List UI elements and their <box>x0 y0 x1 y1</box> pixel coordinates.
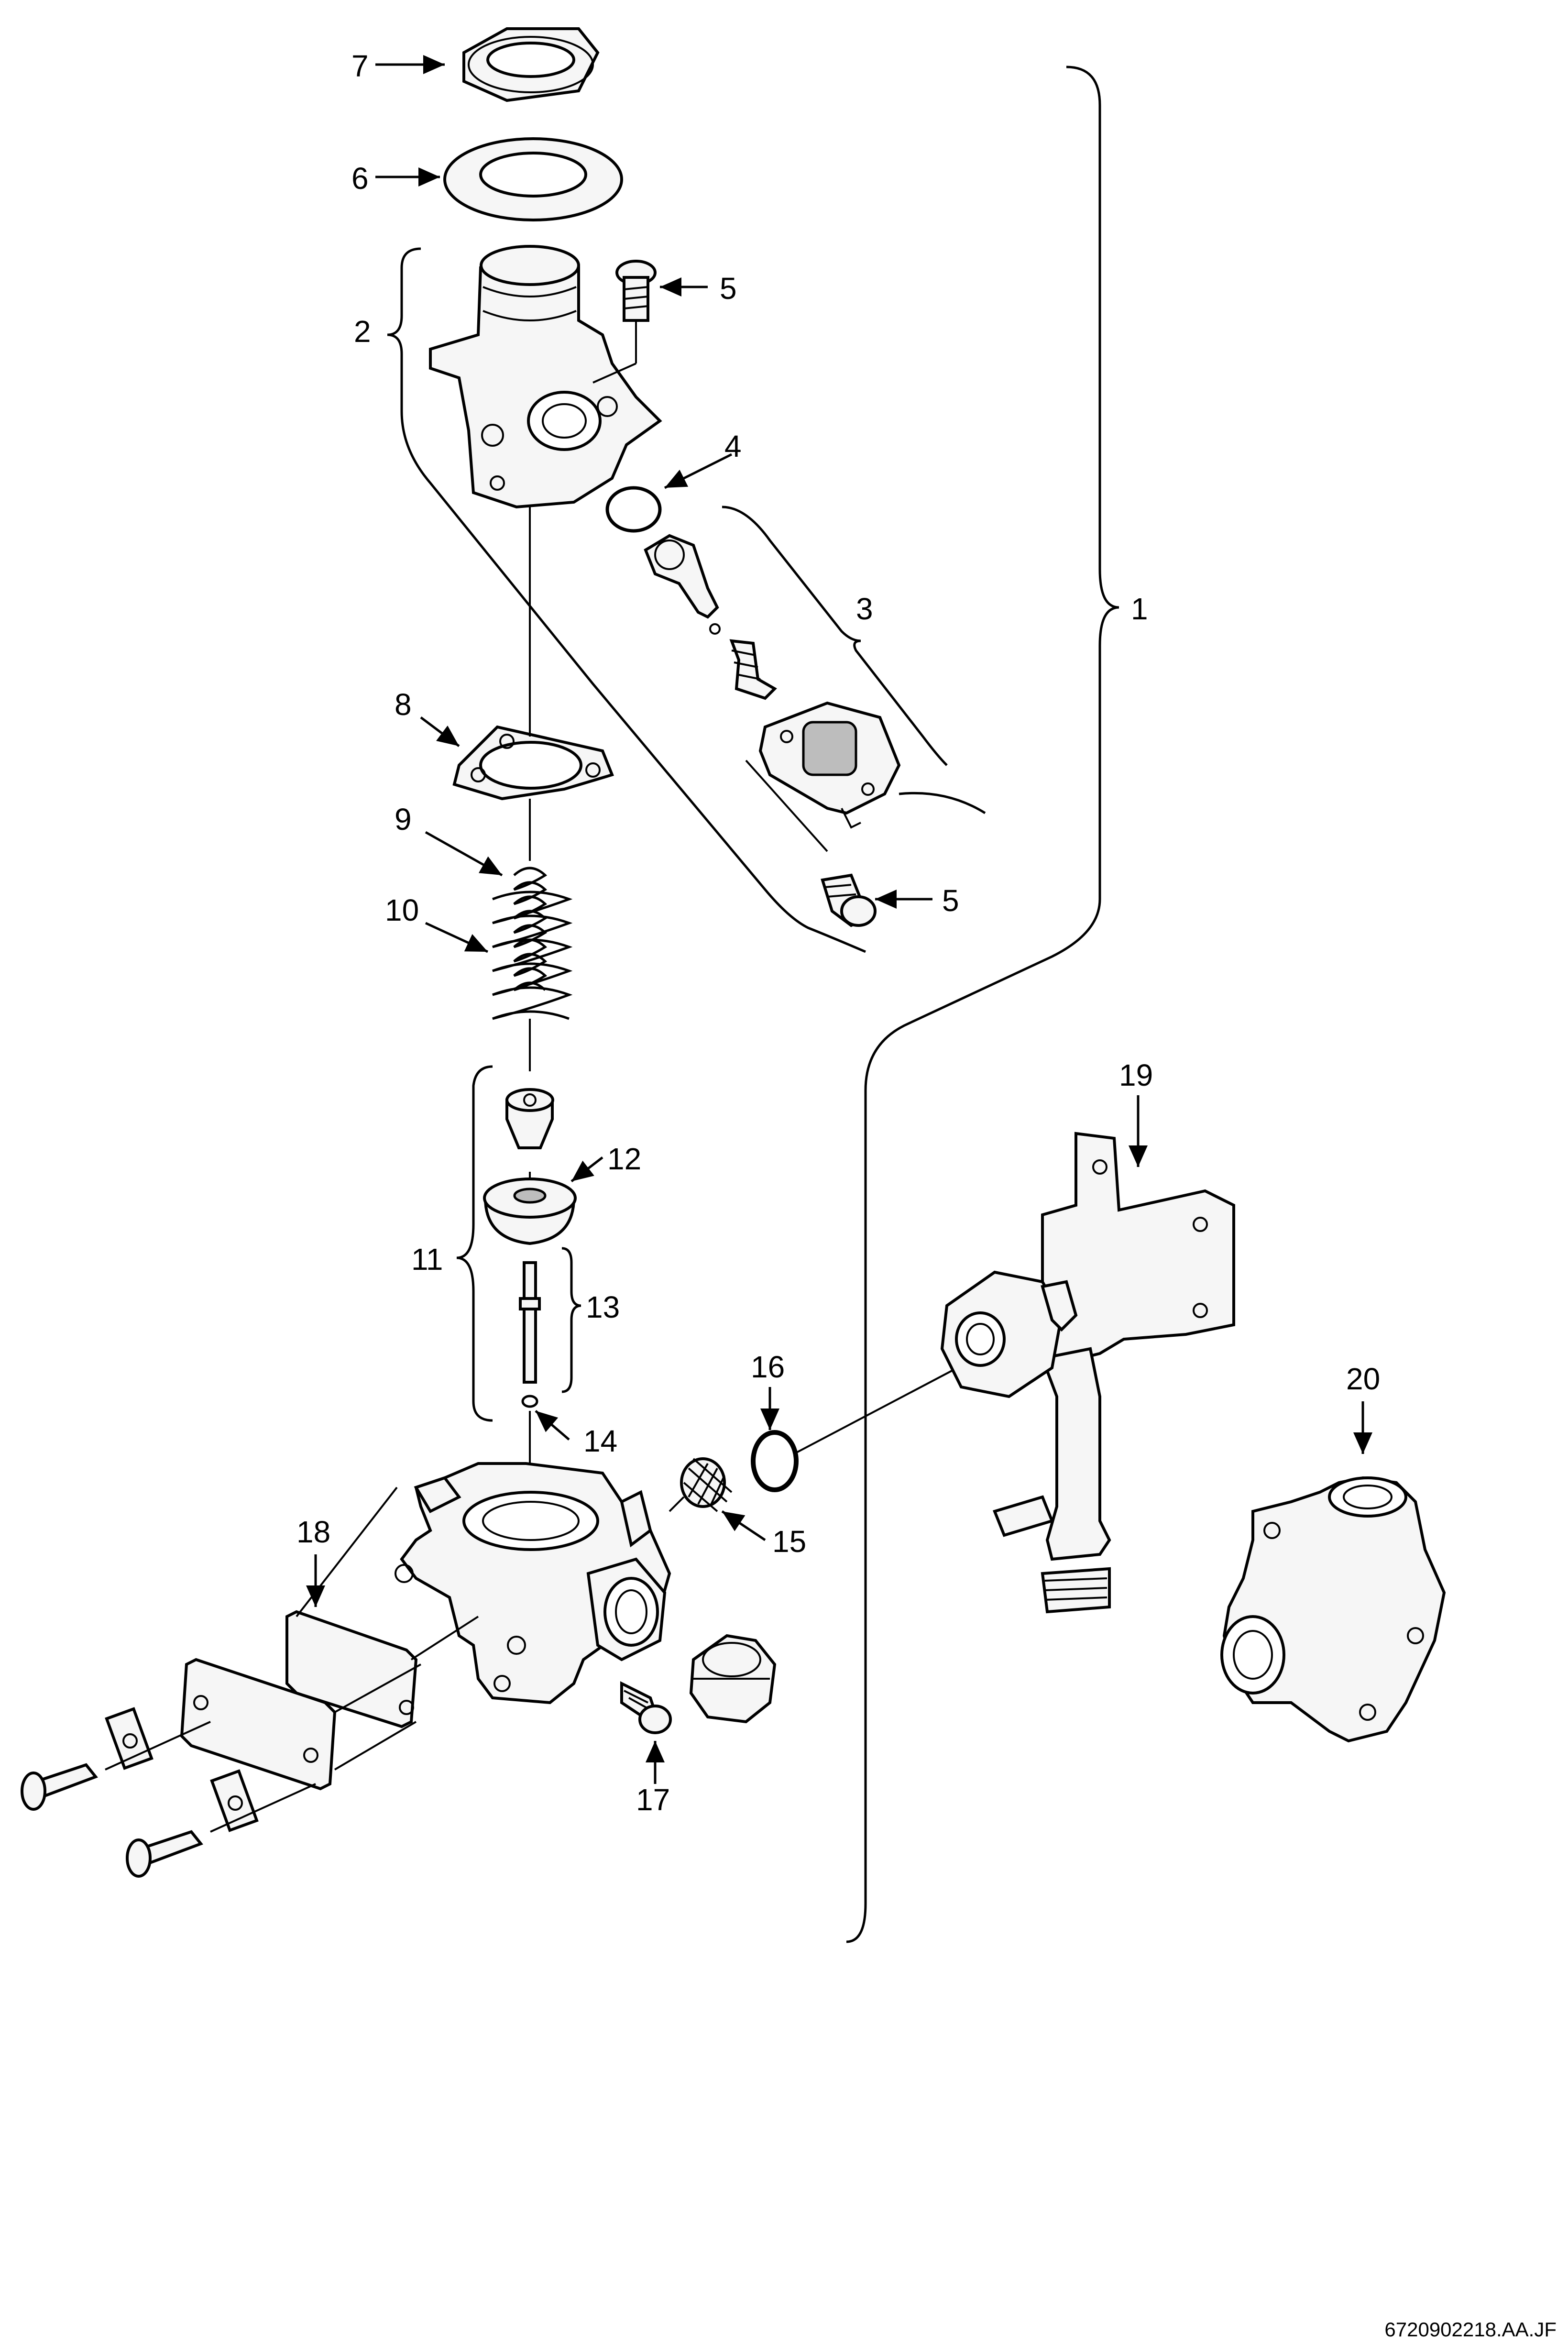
label-13: 13 <box>586 1290 620 1324</box>
drawing-code: 6720902218.AA.JF <box>1384 2318 1557 2341</box>
brace-group-13 <box>561 1247 581 1393</box>
plug-cap <box>689 1634 777 1724</box>
label-18: 18 <box>296 1515 330 1549</box>
part-3-solenoid-assembly <box>644 534 986 829</box>
label-10: 10 <box>385 893 419 927</box>
label-19: 19 <box>1119 1058 1153 1092</box>
label-11: 11 <box>411 1242 443 1277</box>
label-7: 7 <box>351 49 369 83</box>
part-18-screw-left <box>21 1707 211 1811</box>
part-16-seal-ring <box>751 1430 799 1492</box>
part-18-screw-right <box>126 1769 316 1878</box>
part-18-cover-plate <box>180 1486 479 1791</box>
part-8-gasket <box>452 725 614 801</box>
part-2-upper-housing <box>429 245 662 509</box>
part-14-small-o-ring <box>521 1395 538 1408</box>
label-1: 1 <box>1131 592 1148 626</box>
brace-group-1 <box>846 66 1119 1943</box>
brace-group-3 <box>722 506 948 766</box>
part-17-screw <box>620 1681 672 1734</box>
label-20: 20 <box>1346 1362 1380 1396</box>
label-5-lower: 5 <box>942 883 959 918</box>
part-19-bracket-pipe <box>940 1132 1235 1614</box>
part-9-inner-spring <box>513 867 548 991</box>
part-12-diaphragm <box>483 1178 577 1245</box>
brace-group-11 <box>456 1065 493 1422</box>
label-5-upper: 5 <box>720 271 737 306</box>
part-10-outer-spring <box>492 891 573 1020</box>
label-12: 12 <box>607 1142 641 1176</box>
label-3: 3 <box>856 592 873 626</box>
label-2: 2 <box>354 314 371 349</box>
label-17: 17 <box>636 1783 670 1817</box>
part-5-screw-lower <box>821 873 877 927</box>
part-11-valve-piston <box>505 1088 554 1149</box>
part-5-screw-upper <box>615 260 657 322</box>
label-9: 9 <box>395 802 412 836</box>
label-6: 6 <box>351 161 369 196</box>
label-15: 15 <box>772 1524 806 1559</box>
part-4-o-ring <box>605 486 662 533</box>
label-8: 8 <box>395 687 412 722</box>
part-20-valve-assembly <box>1220 1476 1446 1743</box>
label-14: 14 <box>583 1424 617 1458</box>
part-15-filter <box>680 1457 733 1512</box>
part-6-washer <box>443 137 623 221</box>
brace-group-2 <box>387 247 866 953</box>
label-16: 16 <box>751 1350 785 1384</box>
label-4: 4 <box>724 429 742 463</box>
part-7-nut <box>462 27 600 102</box>
lower-valve-body <box>395 1462 671 1705</box>
part-13-valve-rod <box>519 1261 541 1384</box>
